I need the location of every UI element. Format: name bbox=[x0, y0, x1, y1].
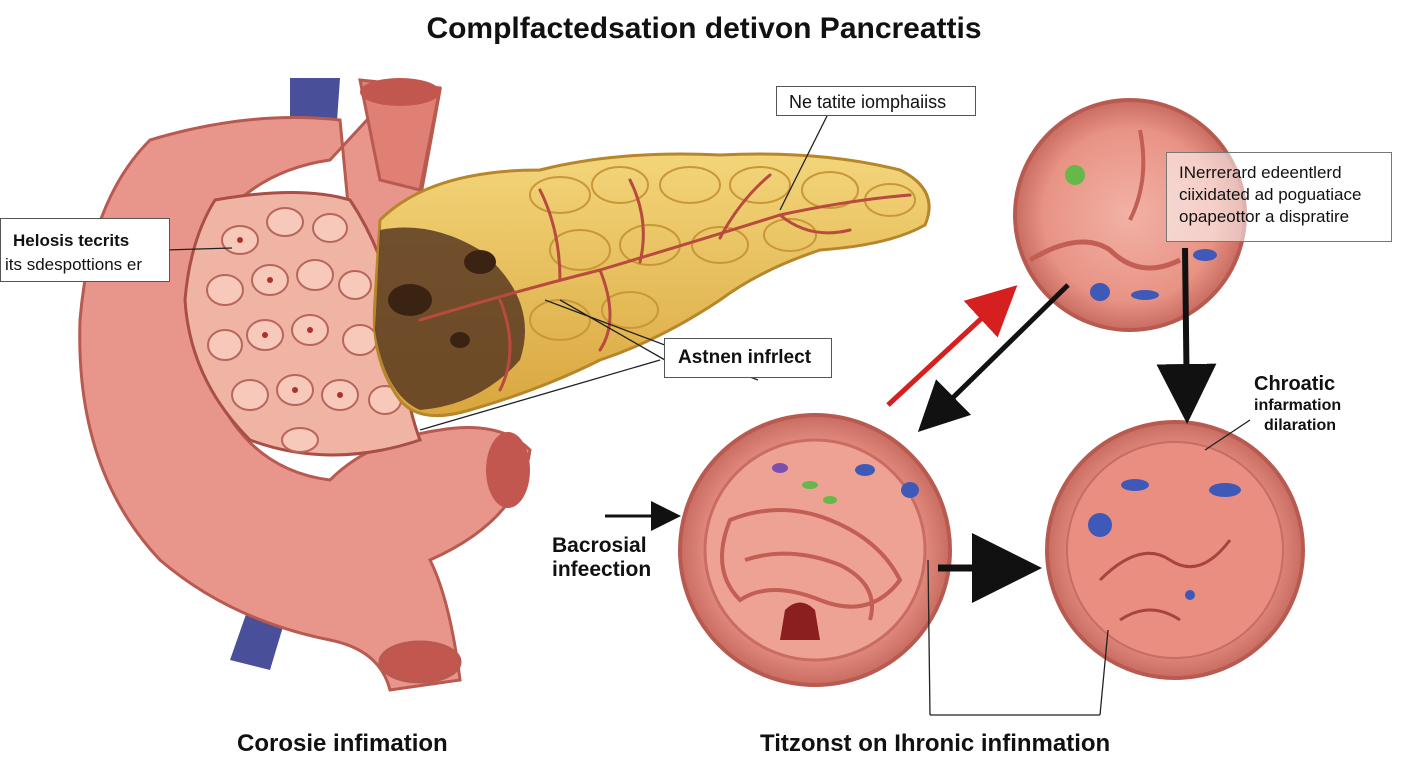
label-box-left: Helosis tecrits its sdespottions er bbox=[0, 218, 170, 282]
section-cell-dots bbox=[237, 237, 343, 398]
label-chronic-line3: dilaration bbox=[1264, 417, 1337, 434]
label-box-right: INerrerard edeentlerd ciixidated ad pogu… bbox=[1166, 152, 1392, 242]
pancreas-vessels bbox=[418, 173, 912, 392]
flow-arrows bbox=[605, 247, 1217, 603]
label-chronic-line2: infarmation bbox=[1254, 397, 1342, 414]
label-right-line2: ciixidated ad poguatiace bbox=[1179, 185, 1362, 204]
label-chronic-line1: Chroatic bbox=[1254, 373, 1336, 395]
leader-lines bbox=[164, 109, 1251, 716]
label-bacterial: Bacrosial infeection bbox=[552, 534, 651, 582]
label-right-line1: INerrerard edeentlerd bbox=[1179, 163, 1342, 182]
label-right-line3: opapeottor a dispratire bbox=[1179, 207, 1350, 226]
pancreas-body bbox=[372, 152, 931, 418]
label-bacterial-line1: Bacrosial bbox=[552, 534, 647, 557]
label-box-top: Ne tatite iomphaiiss bbox=[776, 86, 976, 116]
caption-right: Titzonst on Ihronic infinmation bbox=[760, 730, 1111, 757]
caption-left: Corosie infimation bbox=[237, 730, 448, 757]
label-left-line1: Helosis tecrits bbox=[13, 231, 130, 250]
label-bacterial-line2: infeection bbox=[552, 558, 652, 581]
cell-circle-bacterial bbox=[678, 413, 952, 687]
cell-circle-chronic bbox=[1045, 420, 1305, 680]
label-box-middle: Astnen infrlect bbox=[664, 338, 832, 378]
label-chronic: Chroatic infarmation dilaration bbox=[1248, 372, 1341, 436]
page-title: Complfactedsation detivon Pancreattis bbox=[426, 12, 982, 45]
label-left-line2: its sdespottions er bbox=[5, 255, 143, 274]
